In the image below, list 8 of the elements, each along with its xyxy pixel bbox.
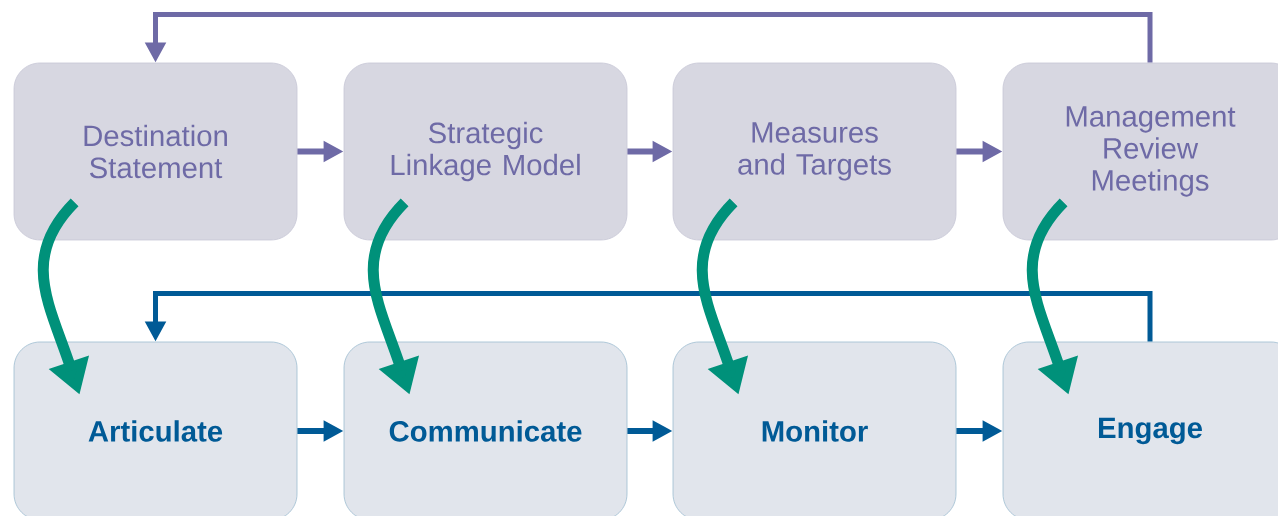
process-box: Monitor [672,341,957,516]
process-box: Measures and Targets [672,62,957,241]
process-box: Destination Statement [13,62,298,241]
process-box: Management Review Meetings [1002,62,1278,241]
process-box: Communicate [343,341,628,516]
process-box: Strategic Linkage Model [343,62,628,241]
process-box: Articulate [13,341,298,516]
process-box: Engage [1002,341,1278,516]
